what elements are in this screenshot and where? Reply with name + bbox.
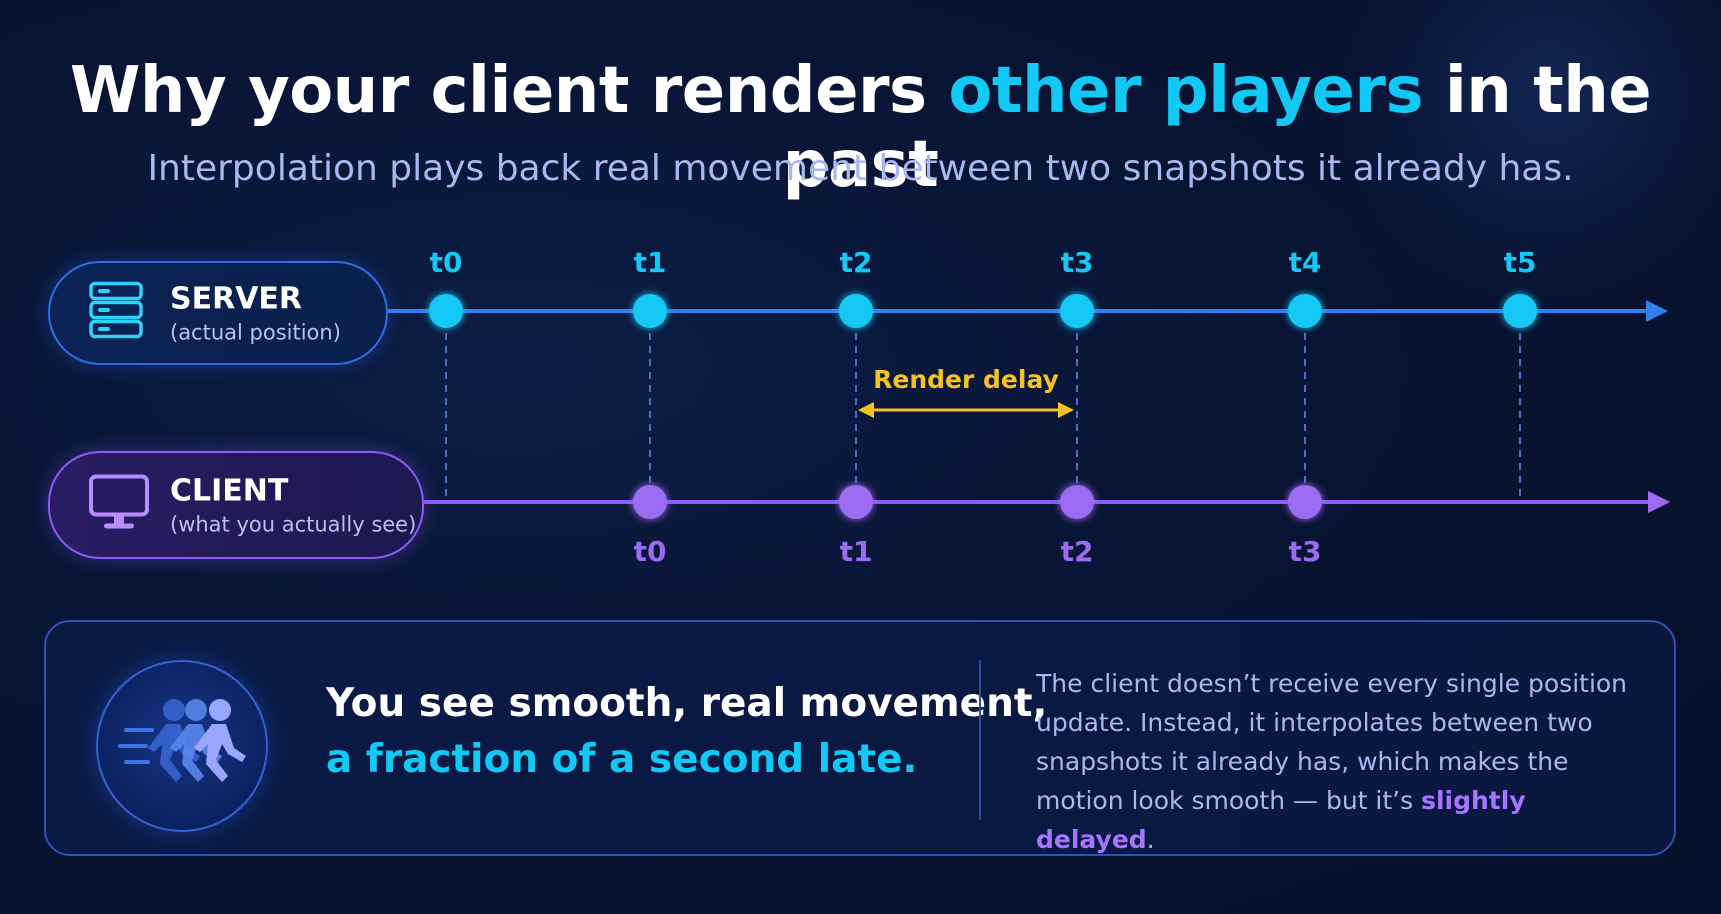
explanation-end: .: [1146, 825, 1155, 854]
server-title: SERVER: [170, 281, 303, 317]
render-delay-label: Render delay: [873, 365, 1059, 394]
tick-connectors: [445, 333, 1521, 496]
server-tick-label-t0: t0: [430, 246, 463, 279]
panel-divider: [979, 660, 981, 820]
headline-line1: You see smooth, real movement,: [326, 681, 1048, 726]
server-tick-label-t5: t5: [1504, 246, 1537, 279]
headline: You see smooth, real movement, a fractio…: [326, 676, 1047, 788]
client-subtitle: (what you actually see): [170, 512, 417, 537]
client-tick-label-t2: t2: [1061, 535, 1094, 568]
client-tick-label-t1: t1: [840, 535, 873, 568]
render-delay-arrowhead-left: [858, 402, 874, 418]
info-panel: You see smooth, real movement, a fractio…: [44, 620, 1676, 856]
server-subtitle: (actual position): [170, 320, 341, 345]
explanation-emphasis: slightly delayed: [1036, 786, 1526, 854]
render-delay-arrowhead-right: [1058, 402, 1074, 418]
server-tick-dot-t5: [1503, 294, 1537, 328]
server-timeline: t0 t1 t2 t3 t4 t5: [388, 246, 1668, 328]
client-tick-label-t0: t0: [634, 535, 667, 568]
explanation-body: The client doesn’t receive every single …: [1036, 669, 1628, 815]
server-tick-dot-t1: [633, 294, 667, 328]
title-suffix: in the past: [782, 54, 1652, 202]
client-tick-dot-t3: [1288, 485, 1322, 519]
server-axis-arrow: [1646, 300, 1668, 322]
client-timeline: t0 t1 t2 t3: [424, 485, 1670, 568]
client-title: CLIENT: [170, 473, 289, 509]
headline-line2: a fraction of a second late.: [326, 737, 918, 782]
title-highlight: other players: [948, 54, 1424, 128]
client-tick-label-t3: t3: [1289, 535, 1322, 568]
server-tick-dot-t4: [1288, 294, 1322, 328]
client-tick-dot-t1: [839, 485, 873, 519]
client-lane-box: CLIENT (what you actually see): [48, 451, 424, 559]
client-tick-dot-t0: [633, 485, 667, 519]
monitor-icon: [88, 474, 150, 537]
server-tick-label-t2: t2: [840, 246, 873, 279]
server-tick-dot-t2: [839, 294, 873, 328]
running-people-icon: [96, 660, 268, 832]
title-prefix: Why your client renders: [69, 54, 927, 128]
client-axis-arrow: [1648, 491, 1670, 513]
render-delay: Render delay: [858, 365, 1074, 418]
page-subtitle: Interpolation plays back real movement b…: [147, 148, 1574, 189]
server-tick-dot-t3: [1060, 294, 1094, 328]
server-tick-label-t3: t3: [1061, 246, 1094, 279]
client-tick-dot-t2: [1060, 485, 1094, 519]
server-tick-dot-t0: [429, 294, 463, 328]
server-tick-label-t1: t1: [634, 246, 667, 279]
server-lane-box: SERVER (actual position): [48, 261, 388, 365]
explanation-text: The client doesn’t receive every single …: [1036, 664, 1636, 859]
server-tick-label-t4: t4: [1289, 246, 1322, 279]
page-title: Why your client renders other players in…: [0, 54, 1721, 202]
server-icon: [88, 281, 144, 346]
